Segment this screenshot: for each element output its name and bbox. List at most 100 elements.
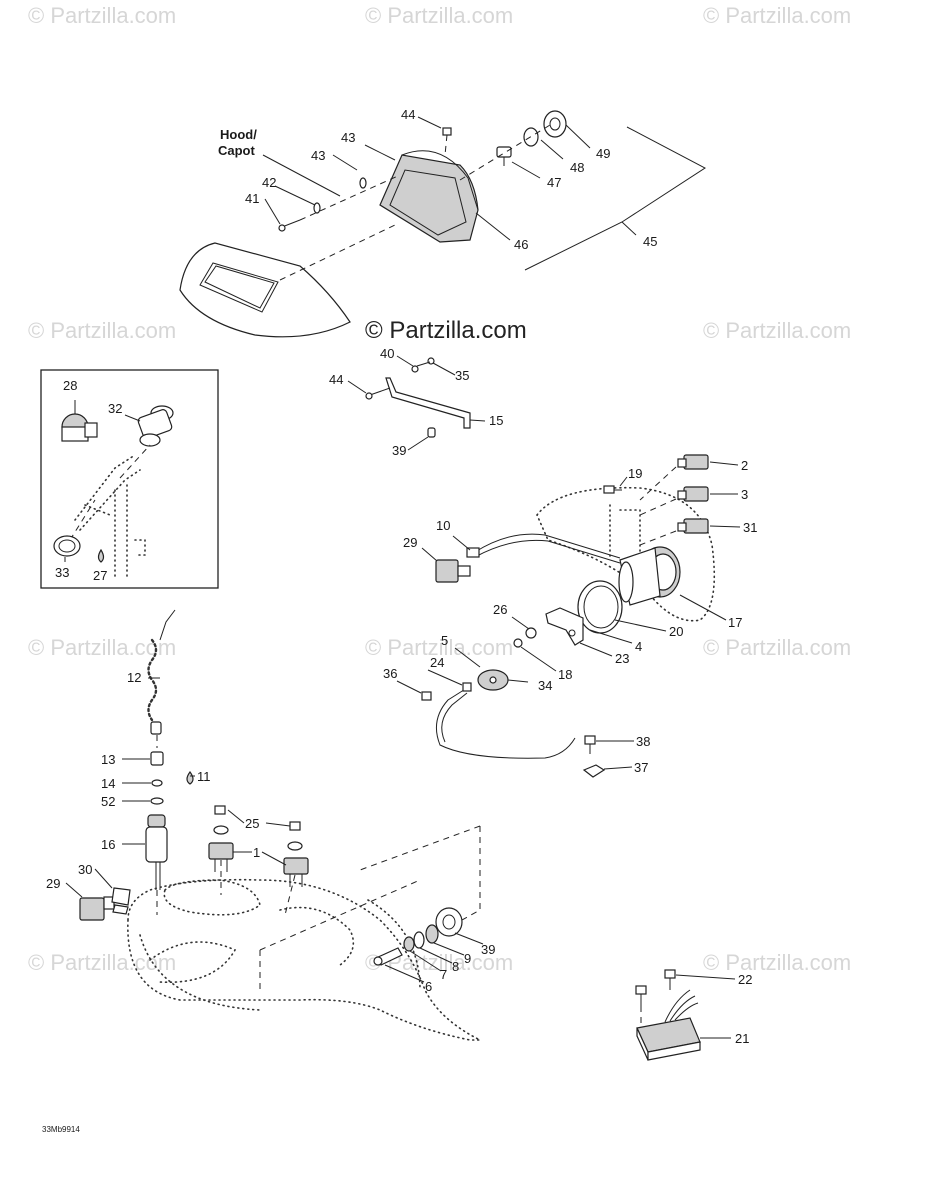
switch-31 <box>677 518 709 534</box>
washer-8 <box>413 931 425 949</box>
hood-label: Hood/ Capot <box>218 127 257 158</box>
socket-5 <box>477 669 509 691</box>
callout-45: 44 <box>401 107 415 122</box>
callout-6: 6 <box>425 979 432 994</box>
switch-9 <box>425 924 439 944</box>
callout-23: 24 <box>430 655 444 670</box>
sensor-32 <box>137 405 174 447</box>
callout-47: 45 <box>643 234 657 249</box>
gasket-20 <box>577 580 623 634</box>
headlight-assembly <box>179 110 706 338</box>
switch-1a <box>208 805 234 872</box>
clamp-37 <box>582 764 606 778</box>
callout-52: 52 <box>101 794 115 809</box>
callout-27: 27 <box>93 568 107 583</box>
watermark-main: © Partzilla.com <box>365 317 527 344</box>
callout-49: 47 <box>547 175 561 190</box>
clip-36 <box>421 691 432 701</box>
drop-11 <box>186 770 194 785</box>
washer-52 <box>150 797 164 805</box>
callout-26: 25 <box>245 816 259 831</box>
watermark: © Partzilla.com <box>703 950 851 975</box>
drop-27 <box>97 548 105 563</box>
screw-24b <box>635 985 647 1006</box>
cord-clip <box>150 721 162 735</box>
callout-2: 2 <box>741 458 748 473</box>
headlamp-housing <box>379 154 479 243</box>
watermark: © Partzilla.com <box>28 3 176 28</box>
washer-14 <box>151 779 163 787</box>
inset-detail-box <box>40 369 219 589</box>
watermark: © Partzilla.com <box>703 318 851 343</box>
switch-16 <box>145 814 168 890</box>
ring-33 <box>53 535 81 557</box>
callout-19: 19 <box>628 466 642 481</box>
connector-29-left <box>79 896 115 921</box>
callout-40: 40 <box>380 346 394 361</box>
cap-39 <box>435 907 463 937</box>
callout-46: 44 <box>329 372 343 387</box>
callout-28: 28 <box>63 378 77 393</box>
screw-38 <box>584 735 596 754</box>
callout-10: 10 <box>436 518 450 533</box>
leader-lines-top <box>262 116 591 241</box>
callout-32: 32 <box>108 401 122 416</box>
switch-2 <box>677 454 709 470</box>
callout-16: 16 <box>101 837 115 852</box>
bulb-49 <box>496 146 512 166</box>
console-outline <box>127 825 481 1041</box>
callout-31: 31 <box>743 520 757 535</box>
connector-10 <box>466 547 480 558</box>
callout-14: 14 <box>101 776 115 791</box>
hood-label-line2: Capot <box>218 143 256 158</box>
callout-39: 39 <box>481 942 495 957</box>
callout-34: 34 <box>538 678 552 693</box>
callout-33: 33 <box>55 565 69 580</box>
callout-42: 41 <box>245 191 259 206</box>
callout-43: 43 <box>311 148 325 163</box>
cap-51 <box>543 110 567 138</box>
callout-37: 37 <box>634 760 648 775</box>
watermark: © Partzilla.com <box>703 3 851 28</box>
nut-7 <box>403 936 415 952</box>
callout-44: 43 <box>341 130 355 145</box>
callout-22: 23 <box>615 651 629 666</box>
leader-lines-bottom <box>65 677 736 1039</box>
clip-45 <box>442 127 452 136</box>
callout-36: 36 <box>383 666 397 681</box>
callout-12: 12 <box>127 670 141 685</box>
bracket-15 <box>347 355 486 451</box>
tether-cord-assembly <box>145 609 194 890</box>
callout-numbers: 44 43 43 42 41 49 48 47 46 45 40 35 44 1… <box>46 107 757 1046</box>
watermark: © Partzilla.com <box>703 635 851 660</box>
watermark: © Partzilla.com <box>28 318 176 343</box>
watermarks: © Partzilla.com © Partzilla.com © Partzi… <box>28 3 851 975</box>
hood-bezel <box>179 242 351 338</box>
callout-50: 48 <box>570 160 584 175</box>
callout-8: 8 <box>452 959 459 974</box>
connector-29-top <box>435 559 471 583</box>
nut-18 <box>513 638 523 648</box>
watermark: © Partzilla.com <box>365 635 513 660</box>
regulator-21 <box>636 989 701 1061</box>
bracket-line-47 <box>524 126 706 271</box>
callout-5: 5 <box>441 633 448 648</box>
clip-23 <box>462 682 472 692</box>
screw-19 <box>603 485 622 494</box>
callout-18: 18 <box>558 667 572 682</box>
callout-41: 39 <box>392 443 406 458</box>
screw-24a <box>664 969 676 990</box>
callout-35: 35 <box>455 368 469 383</box>
switch-1b <box>283 821 309 887</box>
watermark: © Partzilla.com <box>365 3 513 28</box>
callout-4: 4 <box>635 639 642 654</box>
callout-48: 46 <box>514 237 528 252</box>
switch-3 <box>677 486 709 502</box>
bracket-22 <box>545 607 584 646</box>
callout-21: 21 <box>735 1031 749 1046</box>
callout-29-left: 29 <box>46 876 60 891</box>
hood-label-line1: Hood/ <box>220 127 257 142</box>
washer-25 <box>525 627 537 639</box>
ignition-switch-group <box>373 907 463 966</box>
